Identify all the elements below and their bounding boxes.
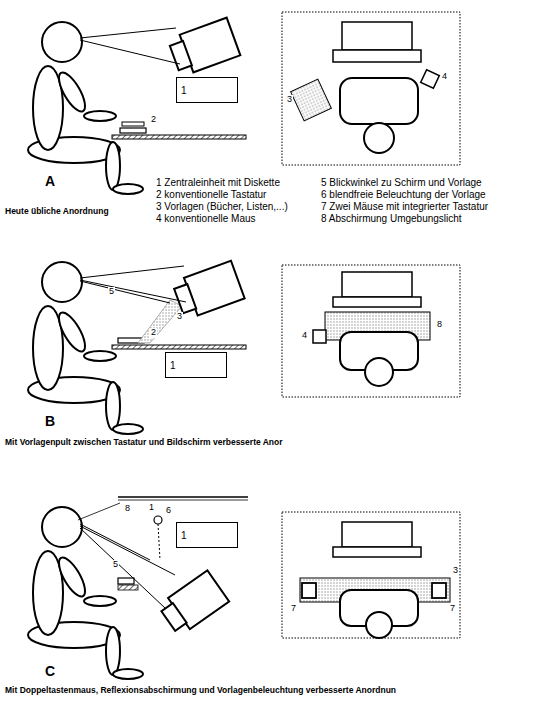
callout-number: 2 [150, 328, 157, 338]
callout-number: 6 [165, 506, 172, 516]
central-unit-box: 1 [165, 352, 227, 378]
panel-caption: Mit Doppeltastenmaus, Reflexionsabschirm… [4, 686, 397, 695]
callout-number: 5 [112, 560, 119, 570]
callout-number: 4 [301, 331, 308, 341]
panel-caption: Mit Vorlagenpult zwischen Tastatur und B… [4, 438, 284, 447]
callout-number: 5 [108, 287, 115, 297]
panel-letter: A [44, 174, 56, 189]
callout-number: 7 [290, 604, 297, 614]
callout-number: 1 [177, 530, 187, 541]
central-unit-box: 1 [176, 77, 238, 103]
callout-number: 8 [124, 504, 131, 514]
callout-number: 1 [166, 360, 176, 371]
callout-number: 8 [436, 320, 443, 330]
central-unit-box: 1 [176, 522, 238, 548]
legend-item: 2 konventionelle Tastatur [155, 189, 267, 200]
panel-letter: B [44, 414, 56, 429]
legend-item: 7 Zwei Mäuse mit integrierter Tastatur [320, 201, 489, 212]
callout-number: 1 [148, 503, 155, 513]
callout-number: 4 [441, 72, 448, 82]
callout-number: 7 [449, 604, 456, 614]
callout-number: 2 [150, 115, 157, 125]
legend-item: 3 Vorlagen (Bücher, Listen,...) [155, 201, 289, 212]
legend-item: 5 Blickwinkel zu Schirm und Vorlage [320, 177, 483, 188]
legend-item: 6 blendfreie Beleuchtung der Vorlage [320, 189, 487, 200]
callout-number: 3 [286, 95, 293, 105]
legend-item: 1 Zentraleinheit mit Diskette [155, 177, 281, 188]
callout-number: 3 [452, 566, 459, 576]
legend-item: 4 konventionelle Maus [155, 213, 257, 224]
panel-caption: Heute übliche Anordnung [4, 207, 110, 216]
panel-letter: C [44, 664, 56, 679]
callout-number: 3 [176, 312, 183, 322]
legend-item: 8 Abschirmung Umgebungslicht [320, 213, 463, 224]
callout-number: 1 [177, 85, 187, 96]
